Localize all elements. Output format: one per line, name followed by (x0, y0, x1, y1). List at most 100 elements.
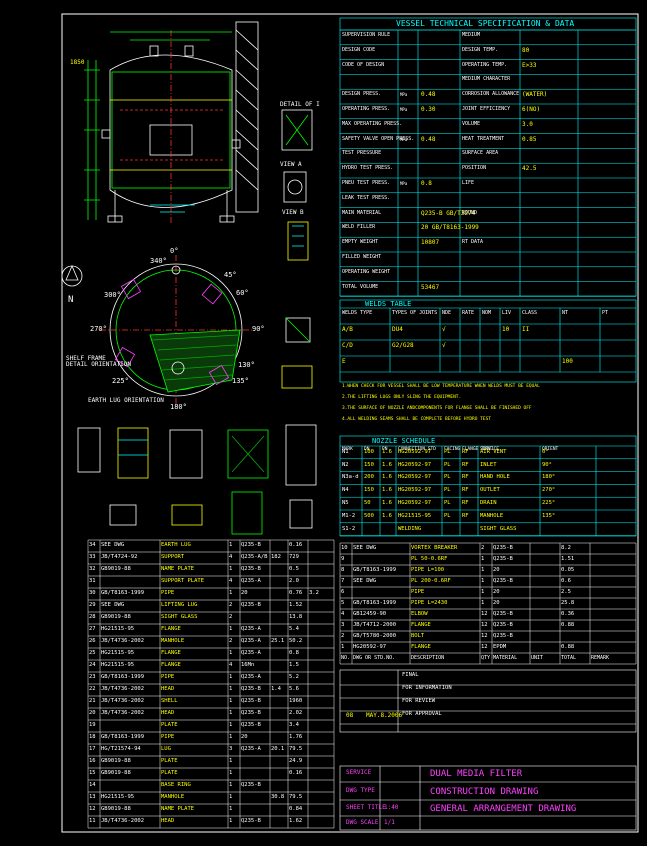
earth-lug-label: EARTH LUG ORIENTATION (88, 397, 164, 404)
drawing-title: GENERAL ARRANGEMENT DRAWING (430, 804, 577, 814)
bom-cell: ELBOW (411, 611, 428, 617)
bom-cell: 1 (229, 650, 233, 656)
bom-cell: Q235-B (241, 782, 261, 788)
nozzle-cell: AIR VENT (480, 448, 507, 455)
bom-cell: 6 (341, 589, 345, 595)
nozzle-cell: 0° (542, 448, 549, 455)
nozzle-header-cell: CONNECTION STD (398, 447, 436, 452)
welds-header-cell: RATE (462, 310, 475, 316)
bom-cell: MANHOLE (161, 794, 185, 800)
bom-cell: 25.8 (561, 600, 575, 606)
bom-cell: 1 (481, 578, 485, 584)
bom-cell: JB/T4736-2002 (101, 686, 145, 692)
bom-cell: 3.4 (289, 722, 299, 728)
note-line: 2.THE LIFTING LUGS ONLY SLING THE EQUIPM… (342, 395, 462, 400)
bom-cell: SHELL (161, 698, 178, 704)
bom-cell: Q235-B (493, 556, 513, 562)
spec-row-value: (WATER) (522, 91, 548, 99)
bom-cell: PL 200-0.6RF (411, 578, 451, 584)
bom-cell: 11 (89, 818, 96, 824)
bom-cell: 1 (229, 782, 233, 788)
dwg-scale: 1:40 (384, 804, 399, 811)
note-line: 3.THE SURFACE OF NOZZLE ANDCOMPONENTS FO… (342, 406, 532, 411)
bom-cell: FLANGE (161, 662, 181, 668)
bom-cell: Q235-A (241, 674, 261, 680)
bom-cell: GB9019-88 (101, 806, 131, 812)
revision-status: FOR APPROVAL (402, 711, 442, 717)
bom-cell: 24 (89, 662, 96, 668)
spec-row-label: JOINT EFFICIENCY (462, 106, 511, 112)
bom-cell: JB/T4712-2000 (353, 622, 397, 628)
bom-cell: 1.52 (289, 602, 303, 608)
bom-cell: LUG (161, 746, 171, 752)
bom-cell: BASE RING (161, 782, 191, 788)
bom-cell: 1 (229, 626, 233, 632)
nozzle-cell: 180° (542, 474, 556, 481)
bom-cell: 1 (229, 818, 233, 824)
nozzle-cell: 270° (542, 487, 556, 494)
angle-label: 340° (150, 257, 167, 265)
nozzle-cell: M1-2 (342, 512, 356, 519)
welds-header-cell: PT (602, 310, 609, 316)
nozzle-cell: MANHOLE (480, 512, 504, 519)
bom-cell: PIPE L=100 (411, 567, 445, 573)
nozzle-cell: N1 (342, 448, 349, 455)
title-block-grid (339, 765, 637, 831)
bom-cell: Q235-B (493, 578, 513, 584)
nozzle-cell: PL (444, 461, 451, 468)
nozzle-cell: RF (462, 448, 469, 455)
nozzle-cell: 225° (542, 500, 556, 506)
bom-cell: 1 (229, 686, 233, 692)
bom-cell: MANHOLE (161, 638, 185, 644)
bom-cell: BOLT (411, 633, 425, 639)
nozzle-cell: RF (462, 512, 469, 519)
project-title: DUAL MEDIA FILTER (430, 769, 523, 779)
welds-header-cell: LIV (502, 310, 512, 316)
bom-cell: JB/T4736-2002 (101, 638, 145, 644)
nozzle-header-cell: MARK (342, 447, 353, 452)
bom-cell: Q235-B (241, 602, 261, 608)
bom-cell: 4 (229, 662, 233, 668)
bom-cell: GB9019-88 (101, 566, 131, 572)
unit-label: MPa (400, 181, 408, 186)
bom-cell: 1960 (289, 698, 303, 704)
bom-cell: JB/T4736-2002 (101, 698, 145, 704)
spec-row-label: HEAT TREATMENT (462, 135, 505, 142)
welds-cell: E (342, 358, 346, 365)
angle-label: 180° (170, 403, 187, 411)
bom-cell: 20.1 (271, 746, 285, 752)
nozzle-table-grid (339, 435, 637, 537)
revision-grid (339, 669, 637, 733)
spec-row-value: Q235-B GB/T3274 (421, 209, 476, 217)
bom-cell: 1 (481, 567, 485, 573)
nozzle-cell: 90° (542, 461, 552, 468)
bom-cell: 2.0 (289, 578, 299, 584)
lug-details (281, 317, 313, 389)
nozzle-cell: HG21515-95 (398, 512, 432, 519)
bom-cell: 4 (229, 578, 233, 584)
angle-label: 270° (90, 325, 107, 333)
bom-cell: GB/T8163-1999 (101, 590, 145, 596)
spec-row-label: POSITION (462, 165, 487, 172)
bom-cell: 1 (229, 734, 233, 740)
nozzle-cell: PL (444, 500, 451, 506)
bom-cell: 0.16 (289, 542, 303, 548)
vessel-elevation (84, 21, 259, 225)
detail-label: DETAIL OF I (280, 101, 320, 108)
bom-cell: 0.76 (289, 590, 303, 596)
bom-cell: 2.02 (289, 710, 303, 716)
bom-cell: SUPPORT (161, 554, 185, 560)
spec-row-value: 0.48 (421, 91, 436, 99)
nozzle-cell: HAND HOLE (480, 474, 510, 481)
detail-views (281, 109, 313, 261)
bom-cell: GB/T5780-2000 (353, 633, 397, 639)
welds-header-cell: NOM (482, 310, 492, 316)
service-label: SERVICE (346, 769, 372, 776)
bom-cell: 19 (89, 722, 96, 728)
bom-cell: 31 (89, 578, 96, 584)
bom-cell: HEAD (161, 686, 175, 692)
bom-cell: 1 (229, 770, 233, 776)
nozzle-cell: HG20592-97 (398, 461, 432, 468)
